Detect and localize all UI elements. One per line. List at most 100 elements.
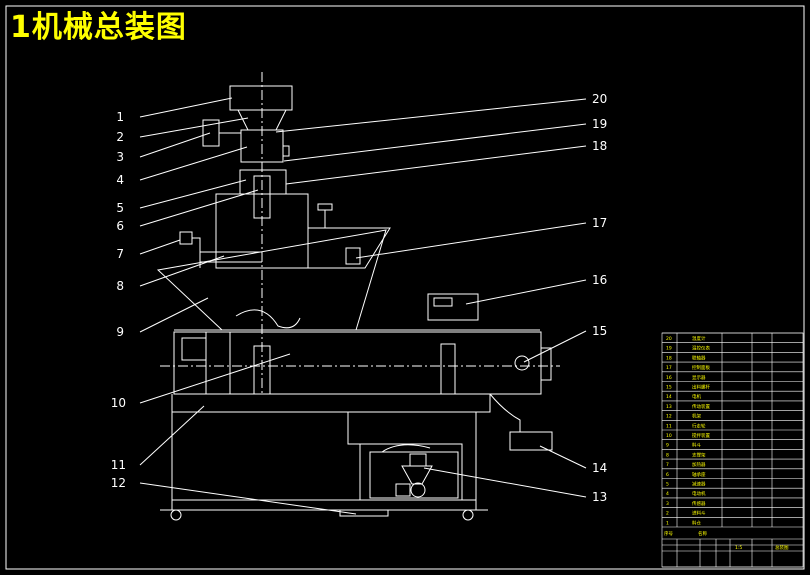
drawing-frame [5, 5, 805, 570]
callout-11: 11 [111, 458, 126, 472]
callout-labels: 1 2 3 4 5 6 7 8 9 10 11 12 13 14 15 16 1… [111, 92, 608, 504]
callout-9: 9 [116, 325, 124, 339]
bom-footer-scale: 1:5 [735, 545, 742, 551]
drawing-title: 1机械总装图 [10, 10, 187, 45]
inner-shaft [253, 345, 271, 395]
bom-footer-seq: 序号 [664, 530, 673, 537]
bom-grid [661, 332, 804, 568]
bom-row-name: 轴承座 [692, 471, 706, 478]
callout-4: 4 [116, 173, 124, 187]
callout-6: 6 [116, 219, 124, 233]
callout-3: 3 [116, 150, 124, 164]
bom-row-no: 11 [666, 423, 672, 429]
bom-row-no: 2 [666, 511, 669, 517]
bom-row-no: 8 [666, 452, 669, 458]
bom-row-name: 传感器 [692, 500, 706, 507]
motor-bracket [489, 393, 521, 432]
callout-5: 5 [116, 201, 124, 215]
wheel-right [462, 509, 474, 521]
bom-row-name: 温控仪表 [692, 345, 710, 352]
bom-row-no: 6 [666, 472, 669, 478]
terminal-box [282, 145, 290, 157]
top-silo [229, 85, 293, 111]
bom-row-name: 显示器 [692, 375, 706, 381]
hopper [156, 229, 387, 331]
bom-row-name: 料仓 [692, 519, 701, 526]
bom-row-no: 19 [666, 346, 672, 352]
drive-end-plate [205, 331, 231, 395]
bom-row-no: 12 [666, 414, 672, 420]
drive-pulley [410, 482, 426, 498]
bom-footer-name: 名称 [698, 530, 707, 537]
bom-row-no: 7 [666, 462, 669, 468]
bom-row-name: 电机 [692, 393, 701, 400]
bom-row-no: 15 [666, 385, 672, 391]
bom-row-no: 20 [666, 336, 672, 342]
callout-18: 18 [592, 139, 607, 153]
bom-row-name: 支撑架 [692, 451, 706, 458]
bom-row-no: 1 [666, 520, 669, 526]
bom-row-name: 加热器 [692, 461, 706, 468]
gear-top [409, 453, 427, 467]
bom-row-no: 14 [666, 394, 672, 400]
discharge-port [514, 355, 530, 371]
bom-row-name: 进料斗 [692, 510, 706, 517]
callout-15: 15 [592, 324, 607, 338]
heater [179, 231, 193, 245]
bom-footer-drawing: 总装图 [775, 544, 789, 551]
drive-end-motor [181, 337, 207, 361]
bom-row-name: 搅拌装置 [692, 432, 710, 439]
small-motor [345, 247, 361, 265]
bom-row-no: 5 [666, 482, 669, 488]
frame-top [171, 394, 491, 413]
bom-row-name: 出料螺杆 [692, 384, 710, 391]
side-chamber [308, 227, 391, 269]
callout-1: 1 [116, 110, 124, 124]
coupling [253, 175, 271, 219]
bom-row-no: 3 [666, 501, 669, 507]
bom-outline [661, 332, 804, 568]
bom-row-name: 温度计 [692, 335, 706, 342]
bom-row-no: 4 [666, 491, 669, 497]
right-motor [509, 431, 553, 451]
callout-13: 13 [592, 490, 607, 504]
callout-12: 12 [111, 476, 126, 490]
discharge-flange [440, 343, 456, 395]
bom-row-name: 联轴器 [692, 354, 706, 361]
bom-row-no: 17 [666, 365, 672, 371]
bom-row-no: 13 [666, 404, 672, 410]
drive-enclosure [347, 412, 463, 501]
belt-curve [381, 444, 431, 453]
callout-8: 8 [116, 279, 124, 293]
base-plate [339, 509, 389, 517]
heater-lead [192, 237, 201, 268]
bom-row-name: 料斗 [692, 442, 701, 449]
callout-16: 16 [592, 273, 607, 287]
bom-row-name: 电动机 [692, 490, 706, 497]
bom-row-name: 减速器 [692, 481, 706, 488]
control-panel [427, 293, 479, 321]
wheel-left [170, 509, 182, 521]
bom-row-no: 16 [666, 375, 672, 381]
bom-row-name: 传动装置 [692, 403, 710, 410]
bom-row-name: 机架 [692, 413, 701, 420]
material-curve [235, 309, 301, 329]
bom-row-no: 10 [666, 433, 672, 439]
bom-row-no: 18 [666, 355, 672, 361]
bom-row-name: 控制面板 [692, 364, 710, 371]
callout-7: 7 [116, 247, 124, 261]
callout-17: 17 [592, 216, 607, 230]
barrel [173, 331, 542, 395]
bom-row-no: 9 [666, 443, 669, 449]
callout-2: 2 [116, 130, 124, 144]
leader-lines [139, 97, 587, 515]
end-cap [540, 347, 552, 381]
bom-row-name: 行走轮 [692, 422, 706, 429]
callout-10: 10 [111, 396, 126, 410]
callout-20: 20 [592, 92, 607, 106]
drive-motor [395, 483, 411, 497]
callout-19: 19 [592, 117, 607, 131]
